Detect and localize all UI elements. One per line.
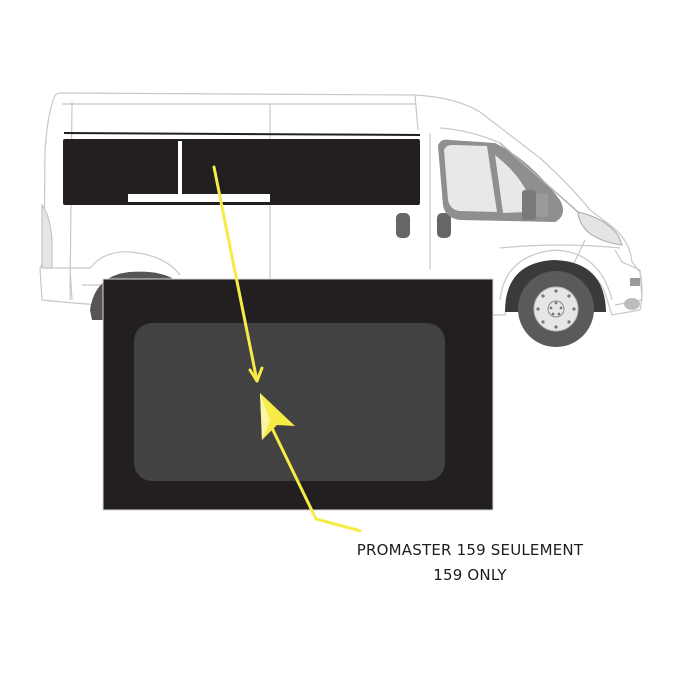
door-handle-front (437, 213, 451, 238)
door-handle-sliding (396, 213, 410, 238)
headlight (577, 211, 623, 246)
side-window (63, 139, 420, 205)
window-slider-divider (178, 141, 182, 197)
pointer-arrow-up-icon (260, 393, 362, 533)
pointer-arrow-down-icon (212, 165, 264, 383)
caption-line-2: 159 ONLY (433, 566, 507, 584)
windshield-edge (499, 142, 579, 213)
caption-line-1: PROMASTER 159 SEULEMENT (356, 541, 584, 559)
roof-strip (63, 132, 421, 136)
indicator-light (624, 298, 640, 310)
cab-window (438, 139, 564, 222)
window-slider-track (128, 194, 270, 202)
caption: PROMASTER 159 SEULEMENT 159 ONLY (320, 538, 620, 588)
rear-light (41, 203, 53, 269)
front-wheel (505, 260, 606, 347)
fog-light (630, 278, 640, 286)
window-detail-inset (102, 278, 494, 511)
